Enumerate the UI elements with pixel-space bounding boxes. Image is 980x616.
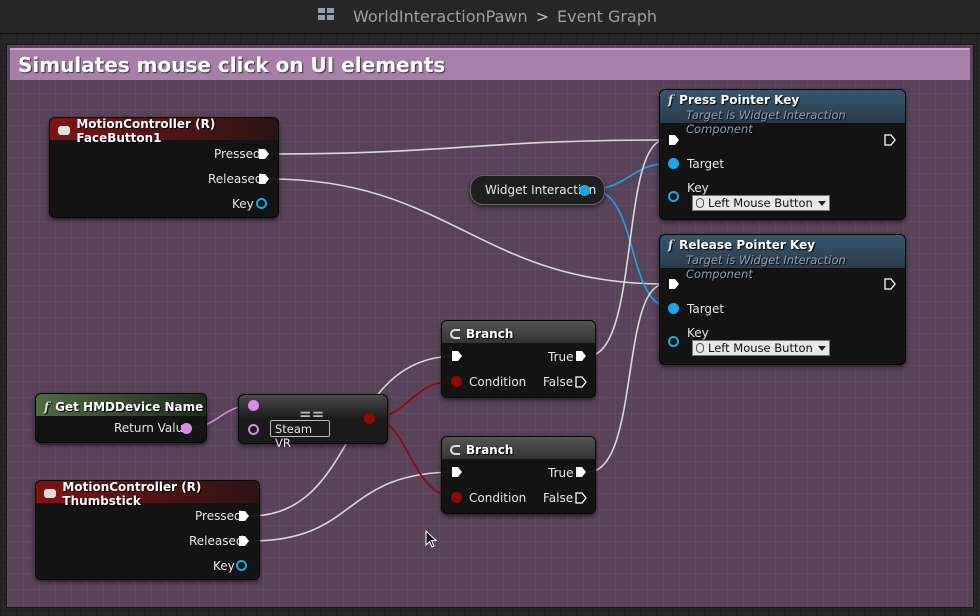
breadcrumb-graph[interactable]: Event Graph <box>557 6 658 26</box>
pin-label-true: True <box>548 350 574 364</box>
branch-node-2[interactable]: Branch <box>441 436 596 514</box>
pin-label-condition: Condition <box>469 375 527 389</box>
branch-icon <box>450 328 460 339</box>
node-header: f Press Pointer Key Target is Widget Inte… <box>660 90 905 136</box>
data-pin-key[interactable] <box>256 198 267 209</box>
variable-node-widget-interaction[interactable]: Widget Interaction <box>470 175 605 205</box>
pin-label-key: Key <box>687 326 709 340</box>
pin-label-target: Target <box>687 157 725 171</box>
pin-label-released: Released <box>189 534 244 548</box>
exec-pin-press-in[interactable] <box>668 134 680 146</box>
pin-label-key: Key <box>232 197 254 211</box>
pin-label-target: Target <box>687 302 725 316</box>
node-header: Branch <box>442 321 595 343</box>
node-title: Get HMDDevice Name <box>55 399 204 414</box>
data-pin-press-key[interactable] <box>668 191 679 202</box>
mouse-icon <box>696 198 704 208</box>
exec-pin-branch2-in[interactable] <box>451 466 463 478</box>
pin-label-released: Released <box>208 172 263 186</box>
pin-label-key: Key <box>213 559 235 573</box>
node-header: MotionController (R) Thumbstick <box>36 480 259 508</box>
node-title: Branch <box>466 442 514 457</box>
node-subtitle: Target is Widget Interaction Component <box>686 108 846 136</box>
data-pin-branch1-condition[interactable] <box>451 376 462 387</box>
literal-value: Steam VR <box>275 422 313 450</box>
exec-pin-release-in[interactable] <box>668 278 680 290</box>
chevron-down-icon <box>817 201 826 206</box>
node-title: Branch <box>466 326 514 341</box>
data-pin-equals-a[interactable] <box>248 400 259 411</box>
pin-label-return-value: Return Value <box>114 421 191 435</box>
breadcrumb: WorldInteractionPawn > Event Graph <box>318 5 657 27</box>
data-pin-return-value[interactable] <box>181 423 192 434</box>
tab-bar: WorldInteractionPawn > Event Graph <box>0 0 980 34</box>
function-icon: f <box>668 238 674 252</box>
variable-label: Widget Interaction <box>485 183 597 197</box>
pin-label-false: False <box>543 375 574 389</box>
pin-label-false: False <box>543 491 574 505</box>
branch-node-1[interactable]: Branch <box>441 320 596 398</box>
pin-label-pressed: Pressed <box>214 147 261 161</box>
exec-pin-released[interactable] <box>258 173 270 185</box>
data-pin-equals-result[interactable] <box>364 413 375 424</box>
exec-pin-branch2-false[interactable] <box>575 492 587 504</box>
pin-label-pressed: Pressed <box>195 509 242 523</box>
data-pin-press-target[interactable] <box>668 158 679 169</box>
data-pin-release-target[interactable] <box>668 303 679 314</box>
key-selector-dropdown[interactable]: Left Mouse Button <box>692 195 830 211</box>
data-pin-release-key[interactable] <box>668 336 679 347</box>
steam-vr-literal-input[interactable]: Steam VR <box>270 420 330 450</box>
exec-pin-press-out[interactable] <box>884 134 896 146</box>
node-header: Branch <box>442 437 595 459</box>
exec-pin-branch1-false[interactable] <box>575 376 587 388</box>
key-selector-value: Left Mouse Button <box>708 196 813 210</box>
exec-pin-pressed[interactable] <box>258 148 270 160</box>
node-subtitle: Target is Widget Interaction Component <box>686 253 846 281</box>
function-icon: f <box>668 93 674 107</box>
function-node-get-hmd-device-name[interactable]: f Get HMDDevice Name <box>35 393 207 443</box>
equals-node[interactable]: == <box>238 394 388 444</box>
gamepad-icon <box>44 489 57 498</box>
data-pin-branch2-condition[interactable] <box>451 492 462 503</box>
mouse-cursor-icon <box>425 530 438 548</box>
chevron-down-icon <box>817 346 826 351</box>
breadcrumb-blueprint[interactable]: WorldInteractionPawn <box>353 6 528 26</box>
pin-label-true: True <box>548 466 574 480</box>
mouse-icon <box>696 343 704 353</box>
pin-label-key: Key <box>687 181 709 195</box>
data-pin-thumb-key[interactable] <box>236 560 247 571</box>
exec-pin-thumb-released[interactable] <box>238 535 250 547</box>
exec-pin-thumb-pressed[interactable] <box>238 510 250 522</box>
gamepad-icon <box>58 126 71 135</box>
branch-icon <box>450 444 460 455</box>
node-header: f Release Pointer Key Target is Widget In… <box>660 235 905 281</box>
event-node-thumbstick[interactable]: MotionController (R) Thumbstick <box>35 480 260 580</box>
key-selector-dropdown[interactable]: Left Mouse Button <box>692 340 830 356</box>
comment-title[interactable]: Simulates mouse click on UI elements <box>10 48 970 80</box>
node-header: MotionController (R) FaceButton1 <box>50 117 278 145</box>
key-selector-value: Left Mouse Button <box>708 341 813 355</box>
breadcrumb-separator: > <box>535 6 550 26</box>
node-title: MotionController (R) Thumbstick <box>62 479 202 508</box>
node-header: f Get HMDDevice Name <box>36 394 206 416</box>
event-node-facebutton[interactable]: MotionController (R) FaceButton1 <box>49 117 279 218</box>
node-title: MotionController (R) FaceButton1 <box>76 116 216 145</box>
exec-pin-branch1-in[interactable] <box>451 350 463 362</box>
data-pin-equals-b[interactable] <box>248 424 259 435</box>
exec-pin-release-out[interactable] <box>884 278 896 290</box>
equals-symbol: == <box>299 405 325 423</box>
data-pin-widget-output[interactable] <box>579 185 590 196</box>
blueprint-graph-icon <box>318 8 338 24</box>
exec-pin-branch2-true[interactable] <box>575 466 587 478</box>
node-title: Press Pointer Key <box>679 93 800 107</box>
exec-pin-branch1-true[interactable] <box>575 350 587 362</box>
node-title: Release Pointer Key <box>679 238 816 252</box>
pin-label-condition: Condition <box>469 491 527 505</box>
function-icon: f <box>44 399 50 414</box>
